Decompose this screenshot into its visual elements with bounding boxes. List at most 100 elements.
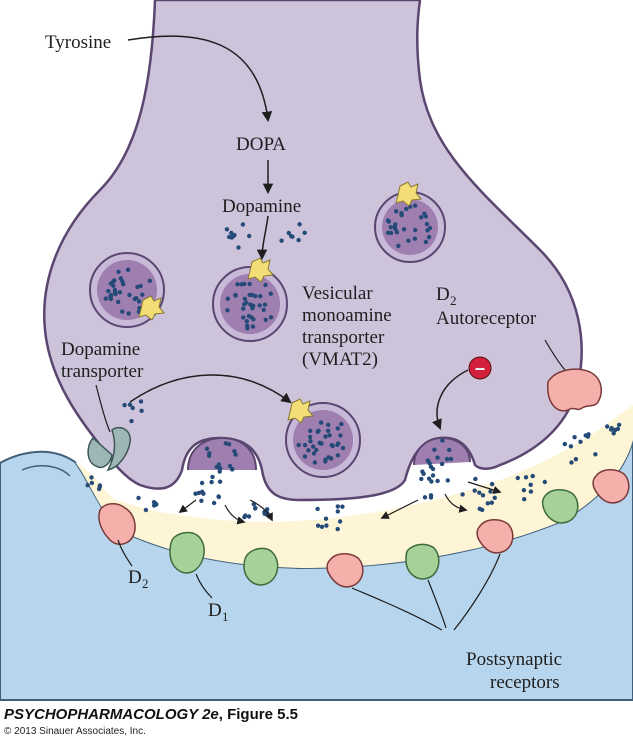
dopamine-dot <box>261 307 266 312</box>
dopamine-dot <box>302 454 308 459</box>
dopamine-dot <box>308 428 313 433</box>
dopamine-dot <box>385 218 391 223</box>
dopamine-dot <box>473 476 478 482</box>
dopamine-dot <box>315 523 321 528</box>
dopamine-dot <box>426 234 432 240</box>
dopamine-dot <box>138 399 144 404</box>
dopamine-dot <box>311 451 317 456</box>
dopamine-dot <box>235 282 240 287</box>
dopamine-dot <box>528 482 533 487</box>
dopamine-molecules <box>85 203 622 532</box>
dopamine-dot <box>268 315 274 320</box>
dopamine-dot <box>214 464 219 470</box>
dopamine-dot <box>265 507 270 512</box>
label-d1-main: D <box>208 600 222 621</box>
label-dat-line2: transporter <box>61 361 144 382</box>
dopamine-dot <box>229 230 234 236</box>
label-vmat-line1: Vesicular <box>302 283 373 304</box>
dopamine-dot <box>246 514 252 519</box>
dopamine-dot <box>515 475 520 481</box>
dopamine-dot <box>263 282 268 288</box>
dopamine-dot <box>477 490 482 495</box>
d1-receptor-4 <box>541 489 579 524</box>
dopamine-dot <box>286 230 291 236</box>
spine-edge <box>21 464 71 477</box>
dopamine-dot <box>109 292 114 298</box>
inhibit-sign: – <box>475 358 485 378</box>
dopamine-dot <box>223 441 228 446</box>
dopamine-dot <box>199 480 205 486</box>
fusing-vesicle-right <box>413 436 471 466</box>
leader-d1 <box>195 573 213 599</box>
dopamine-dot <box>422 495 428 500</box>
dopamine-dot <box>130 405 135 411</box>
arrow-dopamine-to-vesicle <box>256 215 269 261</box>
dopamine-dot <box>258 294 263 299</box>
dopamine-dot <box>154 502 159 507</box>
label-postsynaptic-line2: receptors <box>490 672 560 693</box>
dopamine-dot <box>337 519 343 524</box>
dopamine-dot <box>242 281 247 287</box>
dopamine-dot <box>568 444 574 449</box>
dopamine-dot <box>211 500 217 506</box>
dopamine-dot <box>262 302 268 307</box>
dopamine-dot <box>439 461 445 467</box>
dopamine-dot <box>306 448 311 453</box>
dopamine-dot <box>340 445 346 451</box>
dopamine-dot <box>249 315 254 320</box>
dopamine-dot <box>225 308 230 313</box>
label-vmat-line3: transporter <box>302 327 385 348</box>
leader-post-3 <box>453 553 501 631</box>
dopamine-dot <box>412 236 418 241</box>
dopamine-dot <box>396 243 401 249</box>
dopamine-dot <box>106 288 111 294</box>
dopamine-dot <box>244 319 249 324</box>
dopamine-dot <box>388 225 393 230</box>
dopamine-dot <box>116 269 121 274</box>
dopamine-dot <box>204 446 210 451</box>
dopamine-dot <box>420 469 425 474</box>
dopamine-dot <box>542 479 547 485</box>
dopamine-dot <box>444 456 450 462</box>
dopamine-transporter-protein <box>87 426 131 472</box>
dopamine-dot <box>111 283 116 288</box>
dopamine-dot <box>138 283 143 289</box>
dopamine-dot <box>335 526 340 532</box>
caption-book-title: PSYCHOPHARMACOLOGY 2e <box>4 706 219 723</box>
dopamine-dot <box>225 296 230 301</box>
dopamine-dot <box>317 440 322 445</box>
label-d2-auto-main: D <box>436 284 450 305</box>
dopamine-dot <box>268 291 273 296</box>
dopamine-dot <box>233 292 238 298</box>
dopamine-dot <box>296 237 301 243</box>
dopamine-dot <box>279 238 284 243</box>
dopamine-dot <box>448 456 454 462</box>
dopamine-dot <box>126 311 131 316</box>
dopamine-dot <box>241 306 246 311</box>
dopamine-dot <box>340 504 345 509</box>
dopamine-dot <box>616 422 622 427</box>
arrow-release-5 <box>444 493 468 513</box>
dopamine-dot <box>147 278 152 283</box>
dopamine-dot <box>440 438 445 443</box>
vmat-transporter-upper <box>395 181 422 207</box>
dopamine-dot <box>335 509 340 514</box>
dopamine-dot <box>423 239 429 245</box>
dopamine-dot <box>562 441 567 447</box>
dopamine-dot <box>193 491 198 496</box>
dopamine-dot <box>112 290 118 295</box>
arrow-release-2 <box>224 504 246 525</box>
dopamine-dot <box>477 506 482 511</box>
dopamine-dot <box>230 234 236 239</box>
dopamine-dot <box>578 439 583 444</box>
dopamine-dot <box>250 324 256 329</box>
dopamine-dot <box>528 489 534 494</box>
label-d2-auto-sub: 2 <box>450 293 457 308</box>
dopamine-dot <box>430 473 436 478</box>
dopamine-dot <box>394 209 399 214</box>
dopamine-dot <box>97 484 102 489</box>
dopamine-dot <box>522 497 527 502</box>
dopamine-dot <box>326 422 331 427</box>
dopamine-dot <box>412 203 418 208</box>
dopamine-dot <box>242 514 247 520</box>
